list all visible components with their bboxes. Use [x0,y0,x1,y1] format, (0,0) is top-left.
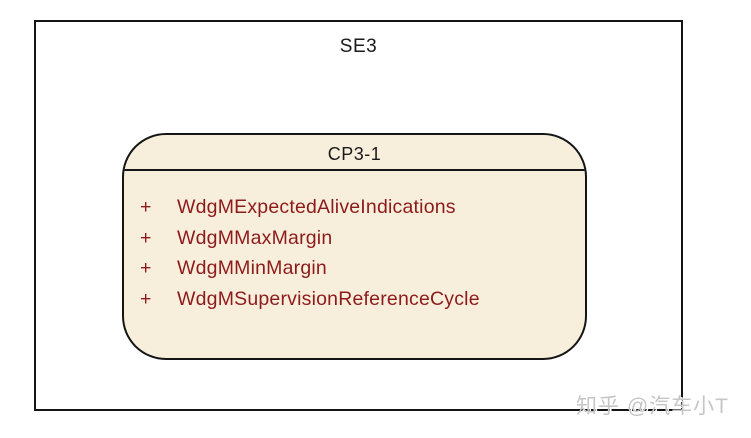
visibility-plus-sign: + [140,196,152,218]
parameter-label: WdgMMaxMargin [177,226,333,249]
outer-box-title: SE3 [339,36,378,57]
visibility-plus-sign: + [140,257,152,279]
inner-box-header: CP3-1 [124,135,585,171]
zhihu-watermark: 知乎 @汽车小T [576,395,729,418]
visibility-plus-sign: + [140,287,152,310]
parameter-label: WdgMExpectedAliveIndications [177,196,456,218]
inner-box-title: CP3-1 [327,144,382,164]
parameter-list-item: + WdgMExpectedAliveIndications [140,196,575,227]
parameter-label: WdgMMinMargin [177,257,327,279]
parameter-list-item: + WdgMMaxMargin [140,227,575,258]
outer-boundary-box-se3: SE3 CP3-1 + WdgMExpectedAliveIndications… [34,20,683,411]
visibility-plus-sign: + [140,226,152,249]
inner-rounded-box-cp3-1: CP3-1 + WdgMExpectedAliveIndications + W… [122,133,587,360]
parameter-label: WdgMSupervisionReferenceCycle [177,287,480,310]
parameter-list: + WdgMExpectedAliveIndications + WdgMMax… [124,171,585,318]
parameter-list-item: + WdgMSupervisionReferenceCycle [140,288,575,319]
parameter-list-item: + WdgMMinMargin [140,257,575,288]
